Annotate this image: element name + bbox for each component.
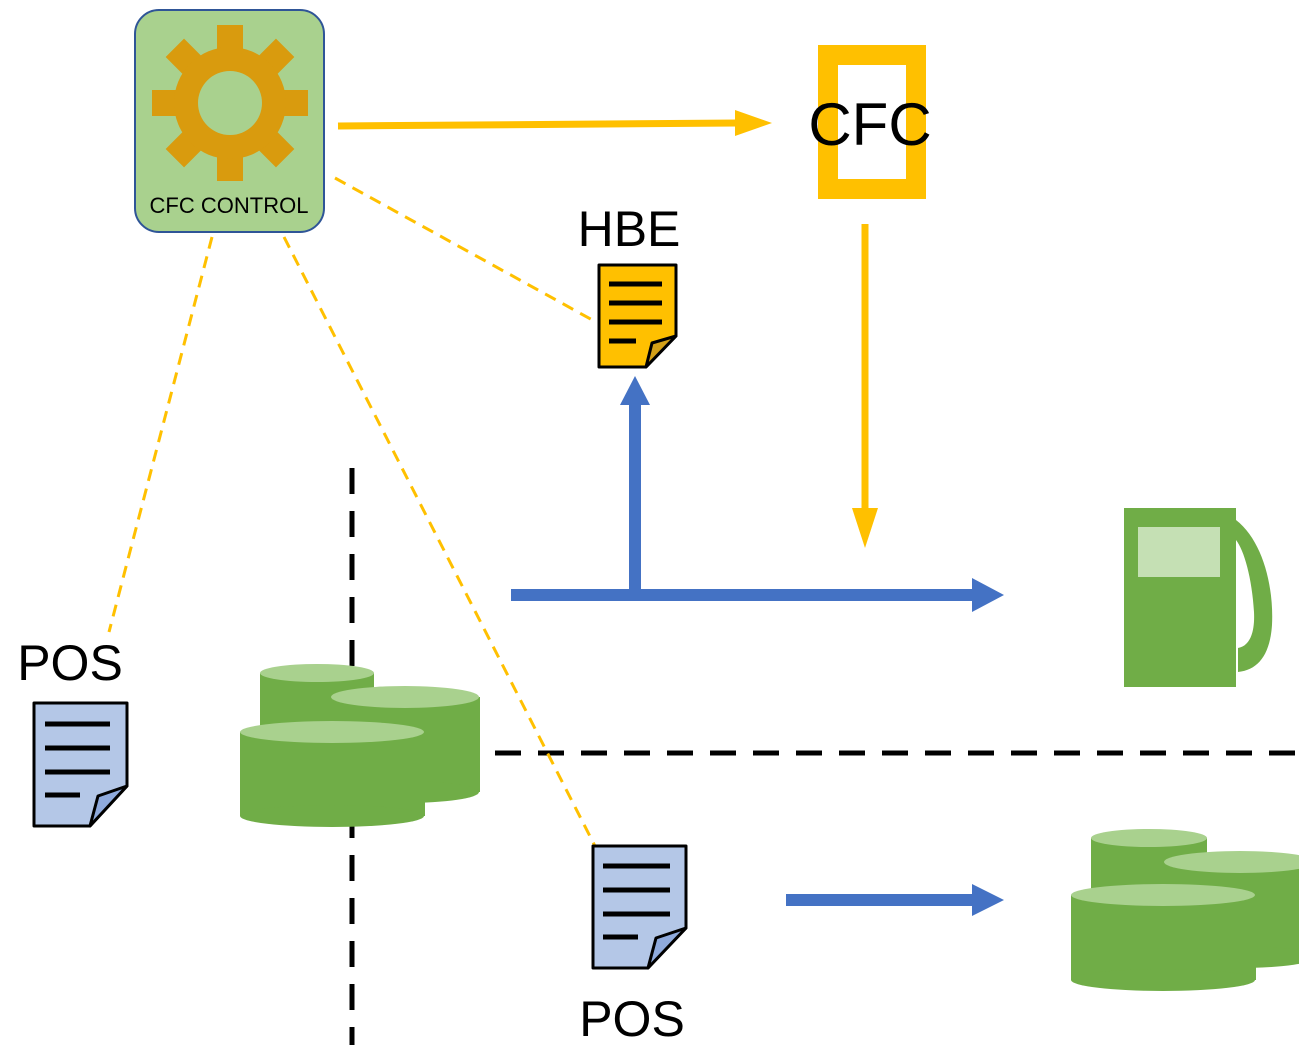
cfc-frame-icon <box>818 45 926 199</box>
storage-tanks-icon <box>1071 829 1299 991</box>
pos-left-node: POS <box>17 635 129 828</box>
hbe-label: HBE <box>578 201 681 257</box>
cfc-control-label: CFC CONTROL <box>150 193 309 218</box>
cfc-control-node: CFC CONTROL <box>134 9 325 233</box>
document-icon <box>591 844 688 970</box>
document-icon <box>32 701 129 828</box>
arrow-pos-to-storage <box>786 884 1004 916</box>
gear-icon <box>152 25 308 181</box>
pos-bottom-node: POS <box>579 844 688 1045</box>
dashed-link-control-to-pos-bottom <box>282 236 599 851</box>
dashed-link-control-to-hbe <box>334 176 597 324</box>
arrow-flow-up-to-hbe <box>620 376 650 595</box>
arrow-main-flow-to-pump <box>511 578 1004 612</box>
arrow-cfc-down <box>852 224 878 548</box>
cfc-label: CFC <box>808 91 931 158</box>
arrow-control-to-cfc <box>337 110 772 136</box>
storage-tanks-icon <box>240 664 480 827</box>
document-icon <box>597 263 678 369</box>
cfc-node: CFC <box>808 45 932 199</box>
dashed-link-control-to-pos-left <box>107 236 214 633</box>
pos-bottom-label: POS <box>579 991 685 1045</box>
fuel-pump-icon <box>1124 508 1273 687</box>
pos-left-label: POS <box>17 635 123 691</box>
hbe-node: HBE <box>578 201 681 369</box>
